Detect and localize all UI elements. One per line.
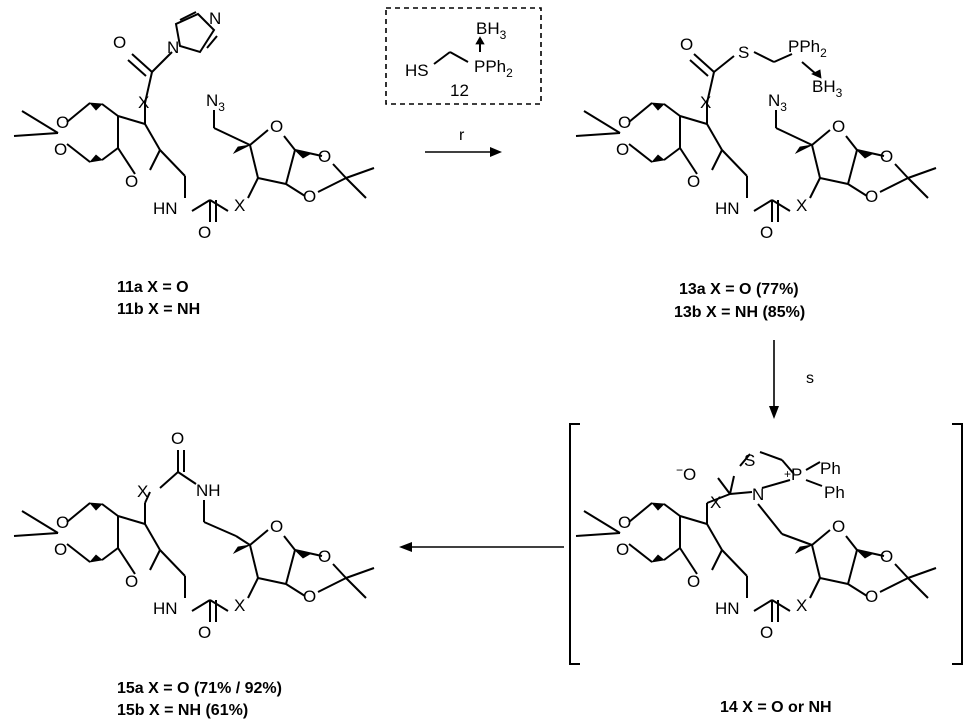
atom-x: X [138,93,149,112]
label-13b: 13b X = NH (85%) [674,304,805,321]
atom-o-ring: O [125,572,138,591]
atom-x: X [137,482,148,501]
label-15a: 15a X = O (71% / 92%) [117,680,282,697]
reaction-label-s: s [806,370,814,387]
label-15b: 15b X = NH (61%) [117,702,248,719]
atom-o-anion: −O [676,463,696,484]
atom-s: S [744,451,755,470]
reagent-number: 12 [450,81,469,100]
atom-ph: Ph [820,459,841,478]
reaction-label-r: r [459,127,465,144]
atom-s: S [738,43,749,62]
atom-o: O [318,547,331,566]
atom-o-ring: O [125,172,138,191]
atom-o-carbonyl: O [198,623,211,642]
atom-o: O [616,540,629,559]
atom-x: X [234,596,245,615]
atom-o: O [865,587,878,606]
arrow-r: r [425,127,502,157]
atom-o-carbonyl: O [171,429,184,448]
atom-o-carbonyl: O [113,33,126,52]
atom-pph2: PPh2 [788,37,827,60]
intermediate-14: −O S N +P Ph Ph X O O O HN O X O O O 14 … [575,451,937,716]
atom-o-ring: O [270,517,283,536]
atom-x: X [234,196,245,215]
atom-o: O [616,140,629,159]
bracket-left [569,423,580,665]
atom-o: O [54,540,67,559]
compound-15: O X NH O O O HN O X O O O 15a X = O (71%… [13,429,375,719]
atom-n: N [752,485,764,504]
atom-o: O [618,113,631,132]
atom-x: X [796,196,807,215]
atom-o-carbonyl: O [680,35,693,54]
atom-ph: Ph [824,483,845,502]
atom-o-carbonyl: O [760,223,773,242]
atom-o-ring: O [832,517,845,536]
label-14: 14 X = O or NH [720,699,832,716]
atom-o-carbonyl: O [198,223,211,242]
atom-o: O [318,147,331,166]
atom-o: O [54,140,67,159]
atom-n-imidazole-2: N [209,9,221,28]
atom-hs: HS [405,61,429,80]
atom-hn: HN [153,599,178,618]
arrow-to-15 [399,542,564,552]
atom-o-ring: O [687,572,700,591]
atom-o-ring: O [270,117,283,136]
atom-n3: N3 [768,91,787,114]
compound-13: O S PPh2 BH3 X O O O HN O X N3 O O O 13a… [575,35,937,321]
atom-o: O [618,513,631,532]
atom-o-carbonyl: O [760,623,773,642]
atom-x: X [710,493,721,512]
atom-o: O [880,547,893,566]
atom-x: X [796,596,807,615]
atom-n3: N3 [206,91,225,114]
atom-o-ring: O [832,117,845,136]
atom-p-cation: +P [784,465,802,484]
label-11a: 11a X = O [117,279,189,296]
arrow-s: s [769,340,814,419]
atom-o: O [865,187,878,206]
atom-o: O [303,187,316,206]
bracket-right [952,423,963,665]
atom-o: O [56,513,69,532]
atom-o-ring: O [687,172,700,191]
atom-bh3: BH3 [812,77,843,100]
atom-pph2: PPh2 [474,57,513,80]
atom-bh3: BH3 [476,19,507,42]
atom-x: X [700,93,711,112]
atom-hn: HN [715,599,740,618]
atom-nh: NH [196,481,221,500]
reagent-12-box: HS PPh2 BH3 12 [385,7,542,105]
atom-hn: HN [715,199,740,218]
label-13a: 13a X = O (77%) [679,281,799,298]
atom-n-imidazole: N [167,38,179,57]
atom-hn: HN [153,199,178,218]
atom-o: O [880,147,893,166]
atom-o: O [56,113,69,132]
label-11b: 11b X = NH [117,301,200,318]
atom-o: O [303,587,316,606]
compound-11: O N N X O O O HN O X N3 O O O 11a X = O … [13,9,375,318]
